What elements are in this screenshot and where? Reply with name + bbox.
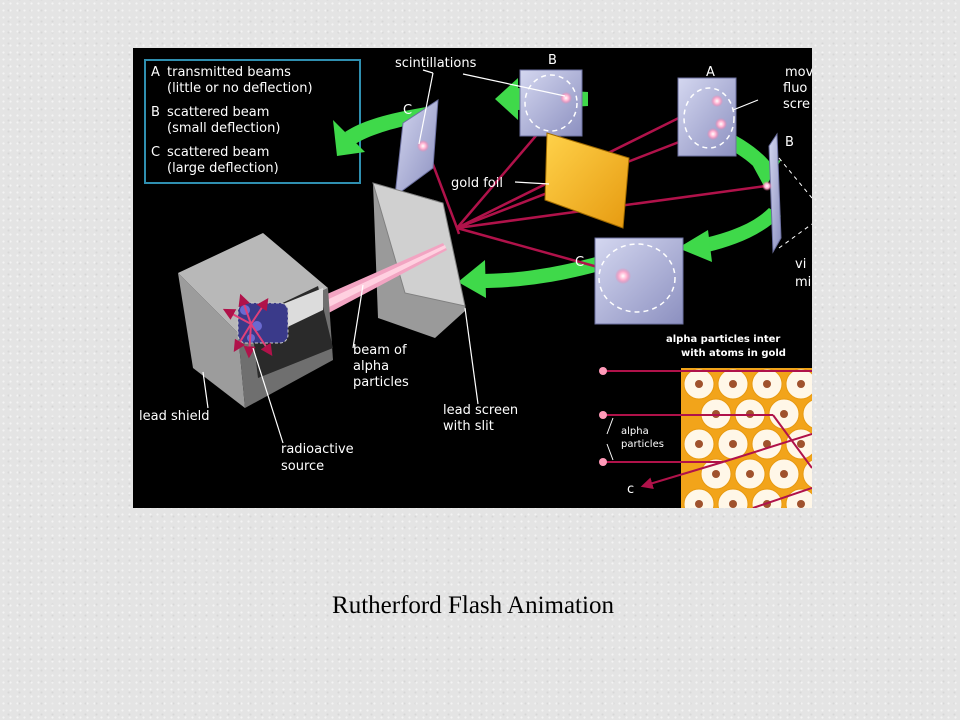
label-scintillations: scintillations <box>395 56 477 71</box>
label-viewing-2: mi <box>795 275 811 290</box>
gold-nucleus <box>729 440 737 448</box>
gold-nucleus <box>746 470 754 478</box>
legend-b-line2: (small deflection) <box>167 121 280 136</box>
label-source-1: radioactive <box>281 442 354 457</box>
rutherford-diagram: A transmitted beams (little or no deflec… <box>133 48 812 508</box>
label-beam-1: beam of <box>353 343 407 358</box>
gold-nucleus <box>712 470 720 478</box>
label-inset-title-2: with atoms in gold <box>681 348 786 359</box>
label-viewing-1: vi <box>795 257 806 272</box>
alpha-beam-cone <box>318 243 447 316</box>
legend-a-letter: A <box>151 65 160 80</box>
label-inset-alpha-1: alpha <box>621 426 649 437</box>
label-beam-2: alpha <box>353 359 389 374</box>
label-moving-screen-2: fluo <box>783 81 807 96</box>
gold-nucleus <box>695 500 703 508</box>
leader-lines <box>202 69 759 444</box>
gold-nucleus <box>763 440 771 448</box>
source-emission-arrows <box>222 293 273 359</box>
lead-shield <box>178 233 333 408</box>
gold-nucleus <box>695 380 703 388</box>
label-inset-title-1: alpha particles inter <box>666 334 780 345</box>
gold-atom <box>683 488 715 508</box>
label-screen-bottom: C <box>575 255 584 270</box>
label-screen-top-left: C <box>403 103 412 118</box>
legend-c-line1: scattered beam <box>167 145 269 160</box>
label-inset-alpha-2: particles <box>621 439 664 450</box>
label-inset-c: c <box>627 482 634 497</box>
gold-nucleus <box>797 440 805 448</box>
label-source-2: source <box>281 459 324 474</box>
gold-nucleus <box>780 470 788 478</box>
label-gold-foil: gold foil <box>451 176 503 191</box>
screen-top-left <box>394 99 439 198</box>
legend-c-letter: C <box>151 145 160 160</box>
gold-nucleus <box>797 500 805 508</box>
label-screen-right: B <box>785 135 794 150</box>
gold-nucleus <box>695 440 703 448</box>
screen-top-right <box>677 77 737 157</box>
legend-a-line1: transmitted beams <box>167 65 291 80</box>
label-moving-screen-1: mov <box>785 65 812 80</box>
gold-nucleus <box>797 380 805 388</box>
label-moving-screen-3: scre <box>783 97 810 112</box>
screen-right <box>762 132 812 254</box>
label-lead-screen-2: with slit <box>443 419 494 434</box>
legend-b-line1: scattered beam <box>167 105 269 120</box>
gold-nucleus <box>729 380 737 388</box>
legend-box: A transmitted beams (little or no deflec… <box>144 59 361 184</box>
gold-atom <box>717 488 749 508</box>
legend-b-letter: B <box>151 105 160 120</box>
legend-a-line2: (little or no deflection) <box>167 81 313 96</box>
gold-nucleus <box>729 500 737 508</box>
label-lead-screen-1: lead screen <box>443 403 518 418</box>
label-screen-top-right: A <box>706 65 715 80</box>
screen-top-mid <box>519 69 583 137</box>
gold-atom <box>802 459 812 489</box>
label-screen-top-mid: B <box>548 53 557 68</box>
gold-nucleus <box>763 380 771 388</box>
gold-atoms-inset <box>599 367 812 508</box>
label-beam-3: particles <box>353 375 409 390</box>
screen-bottom <box>594 237 684 325</box>
caption-title: Rutherford Flash Animation <box>332 592 614 619</box>
gold-atom <box>751 488 783 508</box>
label-lead-shield: lead shield <box>139 409 209 424</box>
gold-atom <box>802 399 812 429</box>
gold-foil <box>544 132 630 229</box>
gold-nucleus <box>780 410 788 418</box>
legend-c-line2: (large deflection) <box>167 161 279 176</box>
